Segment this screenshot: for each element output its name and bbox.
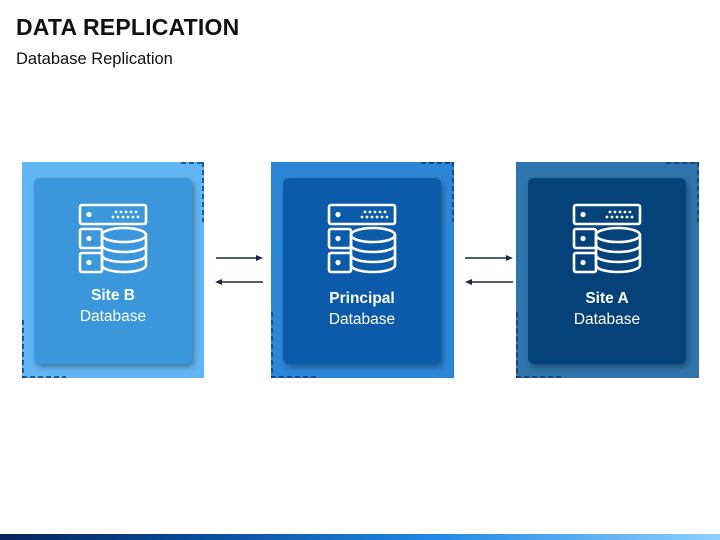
node-card-principal: Principal Database [283,178,441,364]
node-type: Database [328,311,396,328]
node-panel-site-a: Site A Database [516,162,699,378]
node-panel-site-b: Site B Database [22,162,204,378]
node-name: Site A [585,290,629,307]
page-subtitle: Database Replication [16,50,173,68]
node-type: Database [79,308,147,325]
node-panel-principal: Principal Database [271,162,454,378]
panel-dash-border [22,162,204,378]
footer-accent-bar [0,534,720,540]
panel-dash-border [271,162,454,378]
arrow-right-head [256,255,263,261]
arrow-left-head [215,279,222,285]
node-name: Site B [91,287,135,304]
node-type: Database [573,311,641,328]
connection-site-b-principal [215,255,263,285]
panel-dash-border [516,162,699,378]
arrow-right-head [506,255,513,261]
node-card-site-b: Site B Database [34,178,192,364]
node-name: Principal [329,290,395,307]
node-card-site-a: Site A Database [528,178,686,364]
database-server-icon [327,203,397,274]
page-title: DATA REPLICATION [16,14,240,40]
arrow-left-head [465,279,472,285]
database-server-icon [572,203,642,274]
connection-principal-site-a [465,255,513,285]
database-server-icon [78,203,148,274]
